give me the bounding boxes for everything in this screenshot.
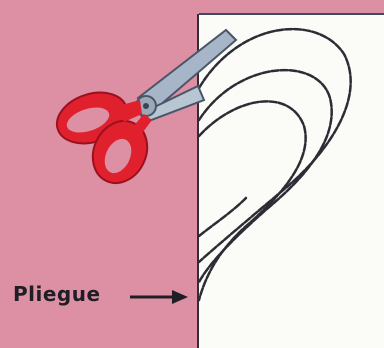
arrow-right-icon [128, 288, 190, 306]
cut-line-outer [199, 29, 351, 262]
fold-label: Pliegue [13, 282, 101, 306]
cut-line-inner [199, 101, 306, 300]
cut-line-fourth [199, 198, 246, 236]
